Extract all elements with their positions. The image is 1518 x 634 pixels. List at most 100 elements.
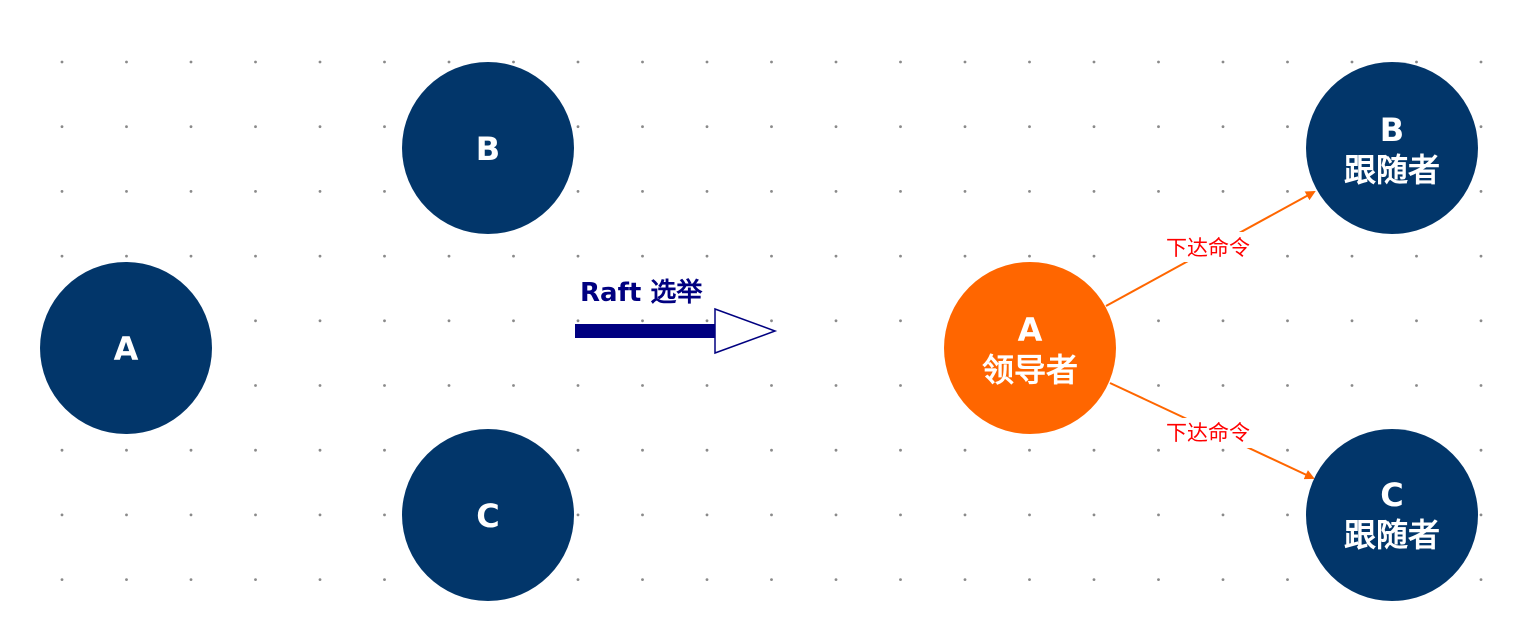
grid-dot [1157,319,1160,323]
grid-dot [770,513,773,517]
grid-dot [899,384,902,387]
grid-dot [318,190,322,193]
grid-dot [1350,60,1354,64]
grid-dot [641,60,644,64]
grid-dot [318,384,322,387]
grid-dot [254,60,257,64]
grid-dot [576,125,580,129]
grid-dot [1157,578,1160,581]
grid-dot [60,513,64,517]
grid-dot [899,319,902,323]
grid-dot [963,254,967,258]
grid-dot [383,125,386,129]
grid-dot [1028,254,1031,258]
grid-dot [189,125,193,129]
arrow-head [714,307,778,355]
grid-dot [1157,384,1160,387]
grid-dot [899,125,902,129]
grid-dot [899,513,902,517]
grid-dot [770,384,773,387]
grid-dot [705,384,709,387]
grid-dot [899,254,902,258]
grid-dot [189,254,193,258]
grid-dot [576,60,580,64]
grid-dot [60,578,64,581]
grid-dot [125,190,128,193]
grid-dot [1415,384,1418,387]
grid-dot [1286,578,1289,581]
grid-dot [125,254,128,258]
grid-dot [1028,448,1031,452]
grid-dot [1286,319,1289,323]
grid-dot [899,190,902,193]
grid-dot [834,190,838,193]
grid-dot [963,448,967,452]
grid-dot [834,125,838,129]
grid-dot [1092,125,1096,129]
node-a-before-label: A [114,330,139,368]
grid-dot [189,190,193,193]
grid-dot [899,448,902,452]
grid-dot [770,60,773,64]
grid-dot [318,513,322,517]
grid-dot [576,319,580,323]
grid-dot [1092,60,1096,64]
grid-dot [125,578,128,581]
grid-dot [254,448,257,452]
grid-dot [125,513,128,517]
grid-dot [1092,254,1096,258]
grid-dot [1221,125,1225,129]
grid-dot [254,190,257,193]
grid-dot [1286,513,1289,517]
grid-dot [512,384,515,387]
grid-dot [1221,190,1225,193]
grid-dot [189,448,193,452]
grid-dot [1221,448,1225,452]
grid-dot [383,448,386,452]
leader-node-role: 领导者 [982,351,1078,389]
grid-dot [705,513,709,517]
grid-dot [641,254,644,258]
grid-dot [125,60,128,64]
grid-dot [189,578,193,581]
grid-dot [254,125,257,129]
grid-dot [447,319,451,323]
grid-dot [834,513,838,517]
grid-dot [1286,190,1289,193]
grid-dot [60,448,64,452]
grid-dot [1286,125,1289,129]
follower-c-name: C [1380,476,1403,514]
grid-dot [705,448,709,452]
node-a-before: A [40,262,212,434]
grid-dot [899,60,902,64]
follower-b-name: B [1380,111,1404,149]
grid-dot [705,319,709,323]
grid-dot [1350,254,1354,258]
grid-dot [125,125,128,129]
node-c-before: C [402,429,574,601]
grid-dot [1286,60,1289,64]
grid-dot [1221,319,1225,323]
grid-dot [383,384,386,387]
command-edges: 下达命令 下达命令 [1105,191,1316,480]
grid-dot [1157,190,1160,193]
grid-dot [963,578,967,581]
grid-dot [60,254,64,258]
grid-dot [1479,384,1483,387]
grid-dot [641,513,644,517]
grid-dot [641,384,644,387]
grid-dot [770,578,773,581]
grid-dot [1415,319,1418,323]
grid-dot [1028,578,1031,581]
command-label-to-c: 下达命令 [1166,421,1250,445]
grid-dot [1479,125,1483,129]
grid-dot [705,125,709,129]
grid-dot [60,190,64,193]
grid-dot [318,60,322,64]
grid-dot [318,578,322,581]
grid-dot [1092,513,1096,517]
grid-dot [1221,578,1225,581]
grid-dot [1415,254,1418,258]
grid-dot [254,513,257,517]
grid-dot [60,125,64,129]
